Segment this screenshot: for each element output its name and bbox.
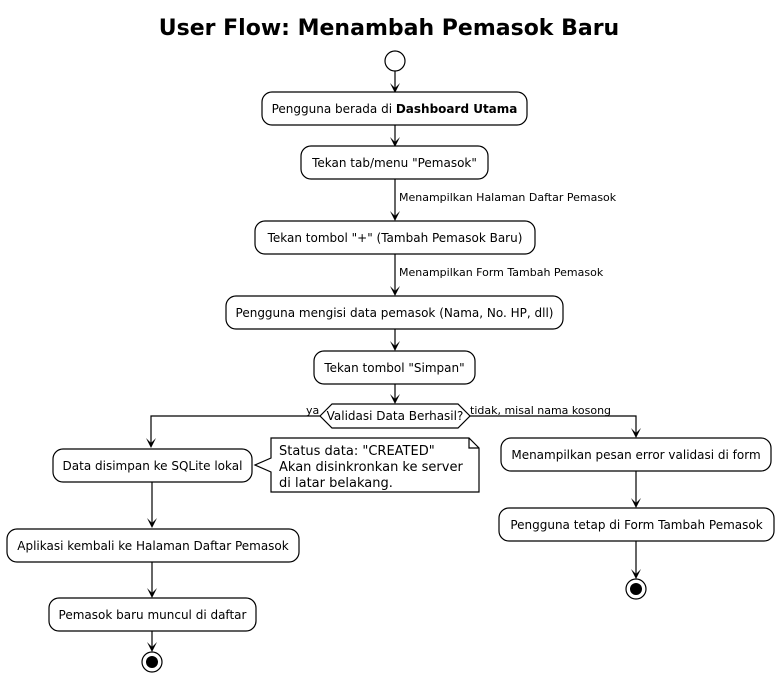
note-line-1: Status data: "CREATED" [279,444,435,459]
edge-save-decision [390,384,400,404]
activity-fill-form: Pengguna mengisi data pemasok (Nama, No.… [225,295,564,330]
decision-validation: Validasi Data Berhasil? [319,403,471,429]
svg-text:Pengguna berada di Dashboard U: Pengguna berada di Dashboard Utama [272,102,518,116]
end-node-right [625,578,647,600]
edge-dashboard-menu [390,125,400,147]
activity-saved-local: Data disimpan ke SQLite lokal [52,448,253,483]
edge-appears-end [147,631,157,652]
activity-appears-label: Pemasok baru muncul di daftar [59,608,247,622]
flow-label-show-list: Menampilkan Halaman Daftar Pemasok [399,191,617,204]
edge-yes-branch [146,415,320,448]
note-sync-status: Status data: "CREATED" Akan disinkronkan… [253,437,480,493]
edge-stay-end-arrow [631,541,641,579]
activity-saved-local-label: Data disimpan ke SQLite lokal [63,459,243,473]
decision-question: Validasi Data Berhasil? [327,409,464,423]
edge-back-appears [147,562,157,598]
end-node-left [141,651,163,673]
edge-add-fill [390,254,400,296]
start-node [384,50,406,72]
diagram-title: User Flow: Menambah Pemasok Baru [159,16,619,41]
activity-show-error-label: Menampilkan pesan error validasi di form [511,448,760,462]
activity-fill-form-label: Pengguna mengisi data pemasok (Nama, No.… [236,306,554,320]
activity-dashboard: Pengguna berada di Dashboard Utama [261,91,528,126]
edge-saved-back [147,482,157,528]
edge-error-stay [631,471,641,508]
activity-back-to-list-label: Aplikasi kembali ke Halaman Daftar Pemas… [17,539,289,553]
activity-tap-menu: Tekan tab/menu "Pemasok" [300,145,489,180]
activity-stay-form-label: Pengguna tetap di Form Tambah Pemasok [510,518,762,532]
note-line-2: Akan disinkronkan ke server [279,460,463,475]
dashboard-bold: Dashboard Utama [396,102,518,116]
flow-label-show-form: Menampilkan Form Tambah Pemasok [399,266,604,279]
activity-tap-add: Tekan tombol "+" (Tambah Pemasok Baru) [254,220,536,255]
edge-fill-save [390,329,400,351]
activity-appears: Pemasok baru muncul di daftar [48,597,257,632]
edge-start-dashboard [390,71,400,93]
activity-back-to-list: Aplikasi kembali ke Halaman Daftar Pemas… [6,528,300,563]
decision-yes-label: ya [306,404,319,417]
activity-stay-form: Pengguna tetap di Form Tambah Pemasok [498,507,775,542]
activity-tap-add-label: Tekan tombol "+" (Tambah Pemasok Baru) [267,231,523,245]
edge-menu-add [390,179,400,221]
activity-tap-menu-label: Tekan tab/menu "Pemasok" [311,156,477,170]
activity-tap-save: Tekan tombol "Simpan" [313,350,476,385]
decision-no-label: tidak, misal nama kosong [470,404,611,417]
activity-show-error: Menampilkan pesan error validasi di form [500,437,772,472]
activity-tap-save-label: Tekan tombol "Simpan" [323,361,464,375]
note-line-3: di latar belakang. [279,476,393,491]
edge-no-branch [470,415,641,438]
dashboard-prefix: Pengguna berada di [272,102,396,116]
